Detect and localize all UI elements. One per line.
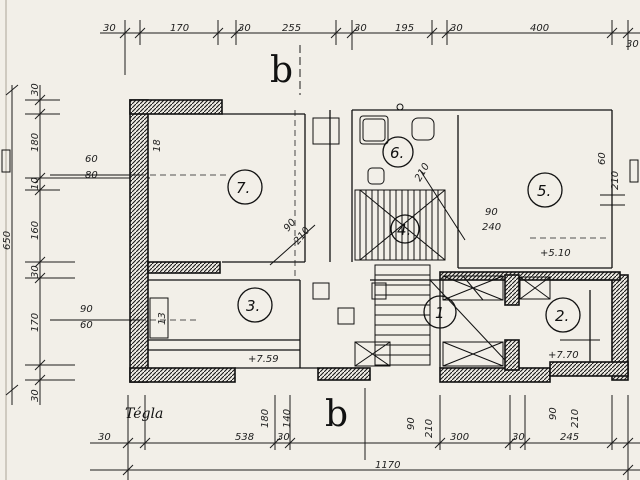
bottom-dim-140: 140: [282, 409, 293, 428]
top-dim-5: 195: [395, 23, 414, 34]
bottom-dim-90a: 90: [406, 417, 417, 430]
room-1-label: 1: [435, 304, 445, 322]
left-dim-170: 170: [30, 313, 41, 332]
bottom-dim-538: 538: [235, 432, 254, 443]
left-dim-180: 180: [30, 133, 41, 152]
top-dimension-line: [100, 20, 640, 75]
room-4-label: 4.: [397, 221, 411, 239]
window-left-top: 60: [85, 154, 98, 165]
bottom-dim-210b: 210: [570, 409, 581, 428]
window-5b: 210: [610, 171, 621, 190]
level-3: +7.59: [248, 354, 279, 365]
bottom-dim-30: 30: [277, 432, 290, 443]
window-5: 60: [597, 152, 608, 165]
top-dim-3: 255: [282, 23, 301, 34]
door-swings: [269, 169, 600, 361]
top-dim-8: 30: [626, 39, 639, 50]
window-13: 13: [157, 312, 168, 325]
staircase: [354, 189, 446, 366]
window-3b: 60: [80, 320, 93, 331]
wall-label: Tégla: [125, 406, 163, 422]
room-markers: [227, 136, 581, 333]
room-2-label: 2.: [555, 307, 569, 325]
left-dimension-line: [5, 84, 150, 405]
left-dim-30c: 30: [30, 389, 41, 402]
room-5-label: 5.: [537, 182, 551, 200]
door-4b: 240: [482, 222, 501, 233]
right-windows: [600, 159, 639, 206]
room-3-label: 3.: [246, 297, 260, 315]
bottom-dim-30b: 30: [512, 432, 525, 443]
top-dim-2: 30: [238, 23, 251, 34]
stair-6: 210: [413, 161, 432, 183]
top-dim-1: 170: [170, 23, 189, 34]
interior-walls: [148, 109, 613, 369]
bottom-dim-245: 245: [560, 432, 579, 443]
section-marker-top: b: [270, 50, 293, 91]
left-dim-total: 650: [2, 231, 13, 250]
bottom-dim-90b: 90: [548, 407, 559, 420]
left-dim-160: 160: [30, 221, 41, 240]
window-mid: 18: [152, 139, 163, 152]
top-dim-6: 30: [450, 23, 463, 34]
top-dim-0: 30: [103, 23, 116, 34]
bottom-dim-total: 1170: [375, 460, 400, 471]
level-2: +7.70: [548, 350, 579, 361]
top-dim-4: 30: [354, 23, 367, 34]
left-dim-30a: 30: [30, 83, 41, 96]
door-7b: 210: [292, 225, 313, 247]
bathroom-fixtures: [312, 103, 435, 185]
left-dim-30b: 30: [30, 265, 41, 278]
cabinets: [354, 275, 551, 367]
exterior-walls: [129, 99, 629, 383]
furniture: [149, 282, 387, 339]
level-5: +5.10: [540, 248, 571, 259]
room-6-label: 6.: [390, 144, 404, 162]
left-dim-10: 10: [30, 177, 41, 190]
bottom-dim-30-left: 30: [98, 432, 111, 443]
top-dim-7: 400: [530, 23, 549, 34]
room-7-label: 7.: [236, 179, 250, 197]
window-3a: 90: [80, 304, 93, 315]
door-4a: 90: [485, 207, 498, 218]
bottom-dim-180: 180: [260, 409, 271, 428]
bottom-dimension-lines: [90, 395, 640, 480]
left-windows: [1, 149, 140, 321]
section-marker-bottom: b: [325, 394, 348, 435]
bottom-dim-300: 300: [450, 432, 469, 443]
door-7: 90: [282, 217, 299, 234]
bottom-dim-210a: 210: [424, 419, 435, 438]
